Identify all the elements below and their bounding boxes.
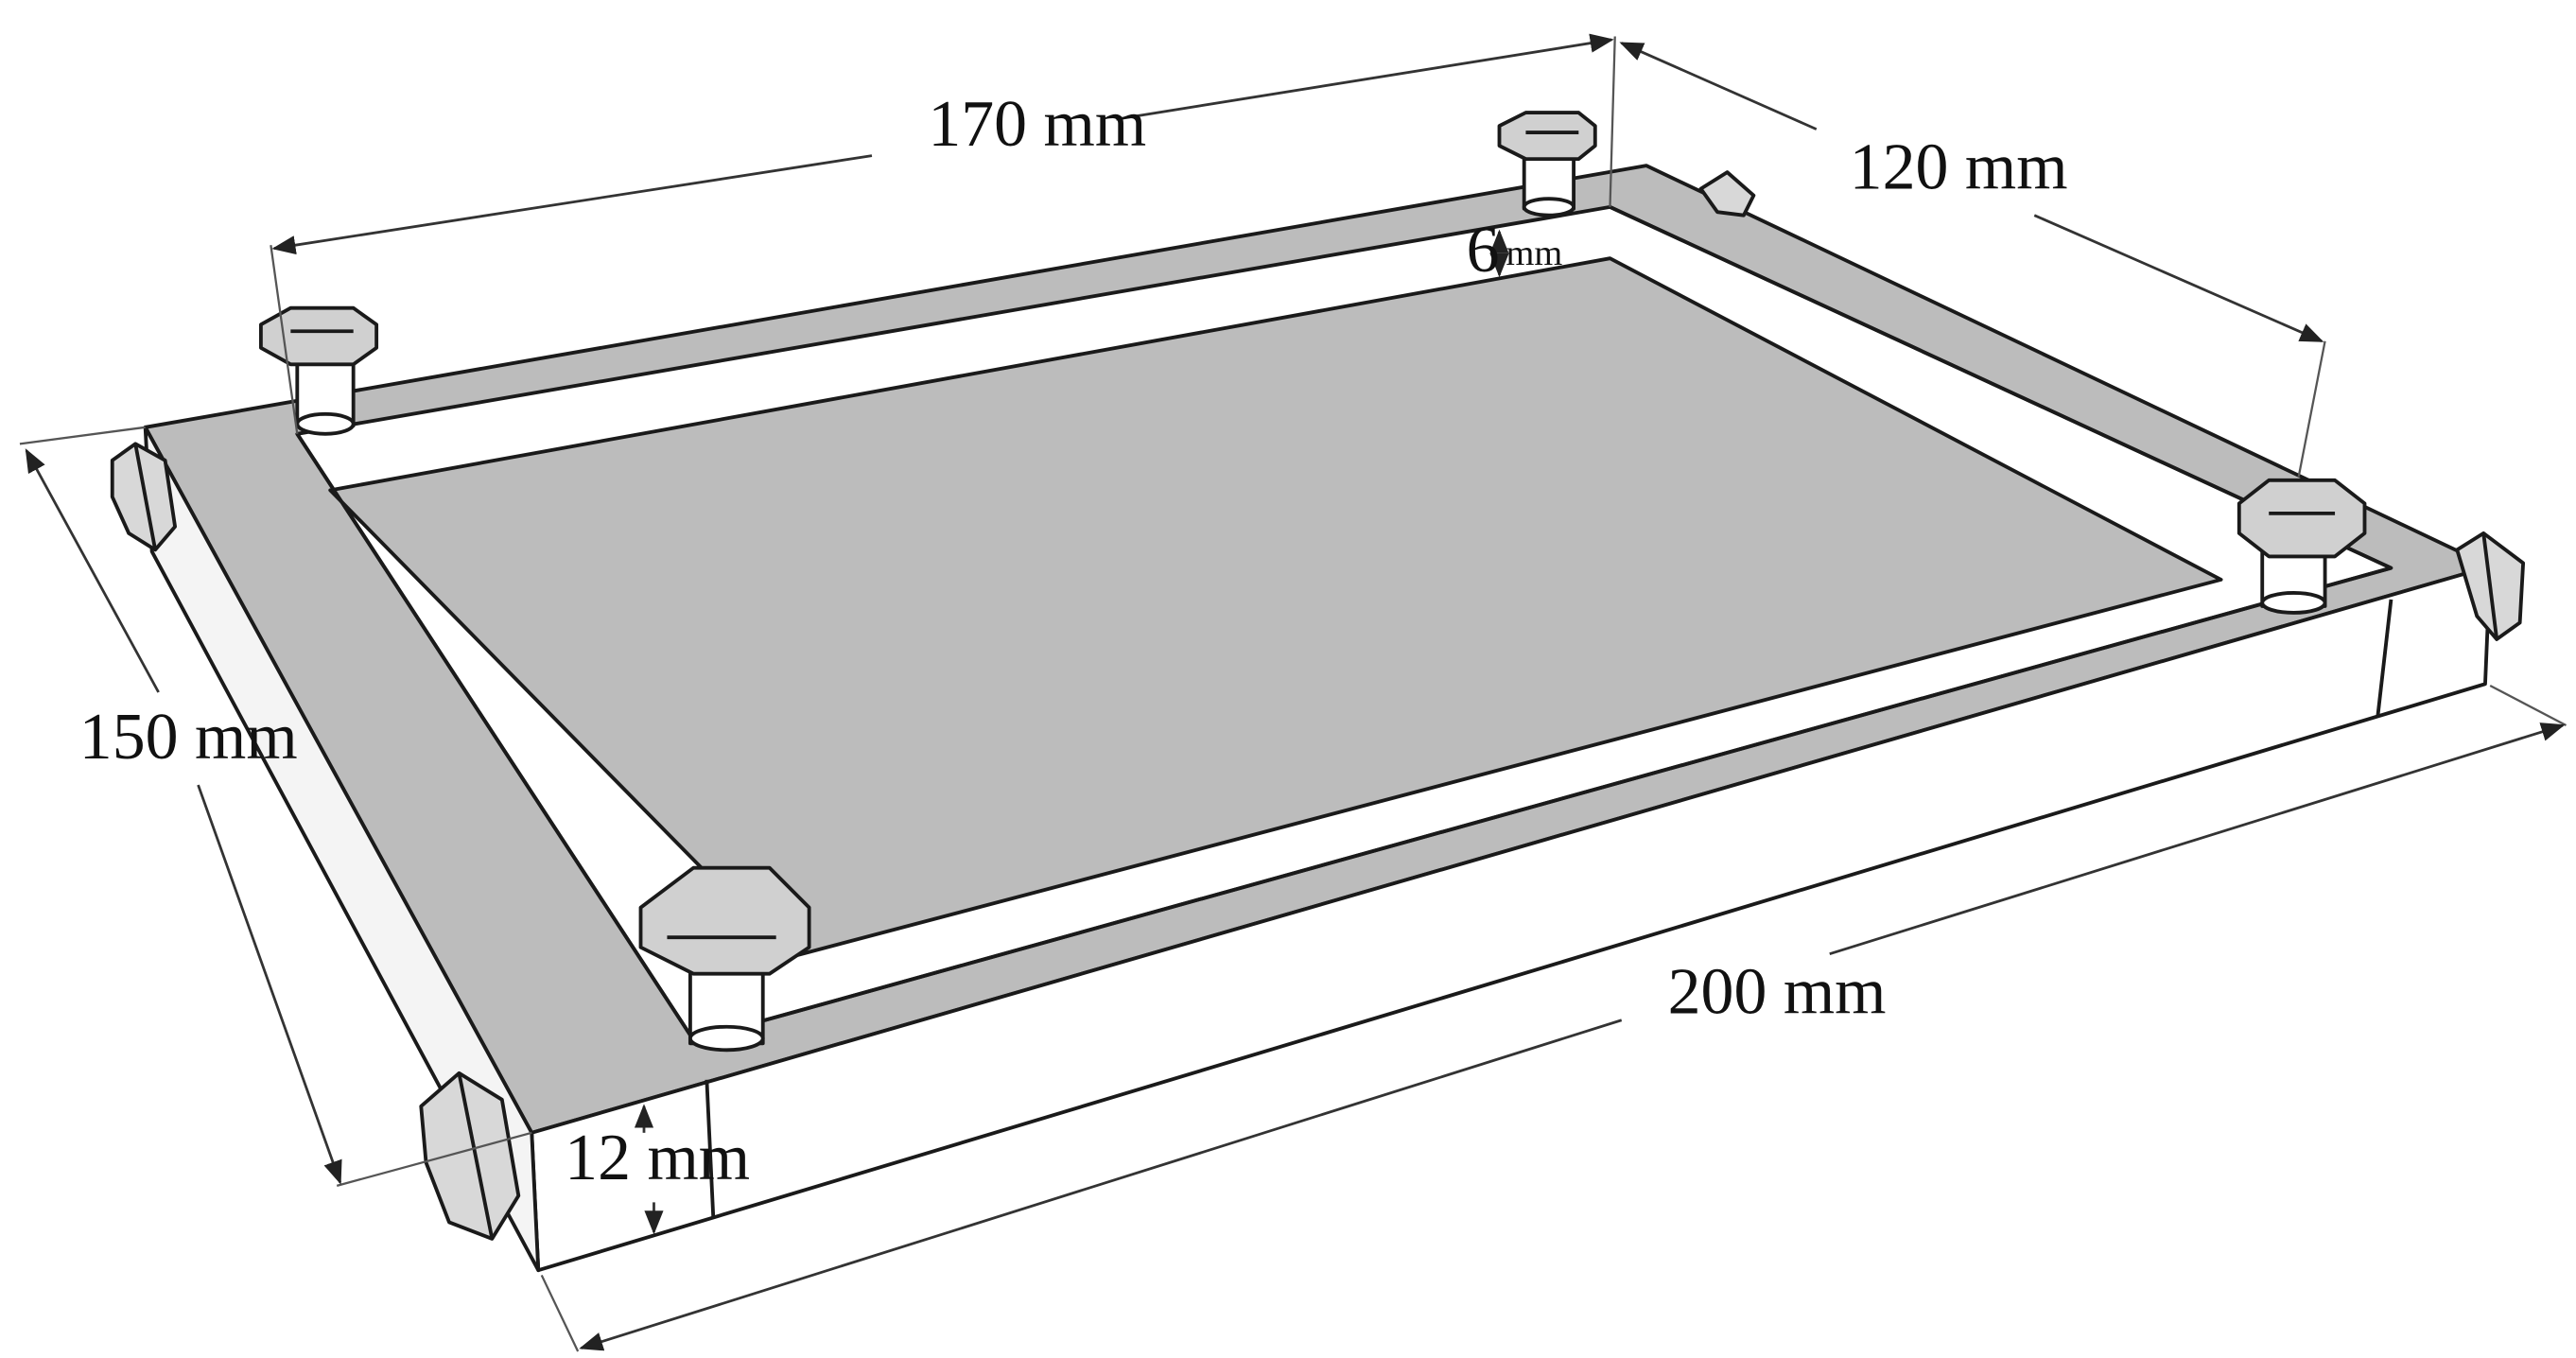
front-rail-seam: [692, 566, 2392, 1042]
dimension-outer-length: 200 mm: [540, 684, 2567, 1352]
inner-width-label: 120 mm: [1850, 131, 2068, 204]
outer-width-label: 150 mm: [79, 701, 298, 774]
recess-depth-value: 6: [1467, 214, 1500, 287]
side-bolt-right-back: [1698, 170, 1756, 218]
front-face-seam-right: [2376, 599, 2393, 716]
side-bolt-left-back: [110, 442, 178, 552]
bolt-front-left: [638, 865, 811, 1053]
dimension-frame-height: 12 mm: [565, 1104, 750, 1235]
front-face-seam-left: [705, 1079, 716, 1219]
dimension-inner-width: 120 mm: [1619, 42, 2326, 478]
bolt-right-front: [2237, 478, 2367, 615]
left-rail-seam: [295, 432, 695, 1041]
side-bolt-left-front: [419, 1071, 521, 1241]
frame-height-label: 12 mm: [565, 1122, 750, 1194]
dimension-recess-depth: 6 mm: [1467, 214, 1563, 287]
bolt-back-right: [1497, 111, 1597, 218]
inner-length-label: 170 mm: [928, 88, 1146, 161]
bolt-back-left: [258, 305, 379, 436]
recessed-plate: [328, 256, 2223, 960]
dimension-outer-width: 150 mm: [19, 426, 532, 1187]
side-bolt-right-front: [2455, 531, 2526, 641]
dimension-inner-length: 170 mm: [270, 33, 1616, 434]
recess-depth-unit: mm: [1506, 234, 1562, 273]
outer-length-label: 200 mm: [1668, 956, 1887, 1029]
